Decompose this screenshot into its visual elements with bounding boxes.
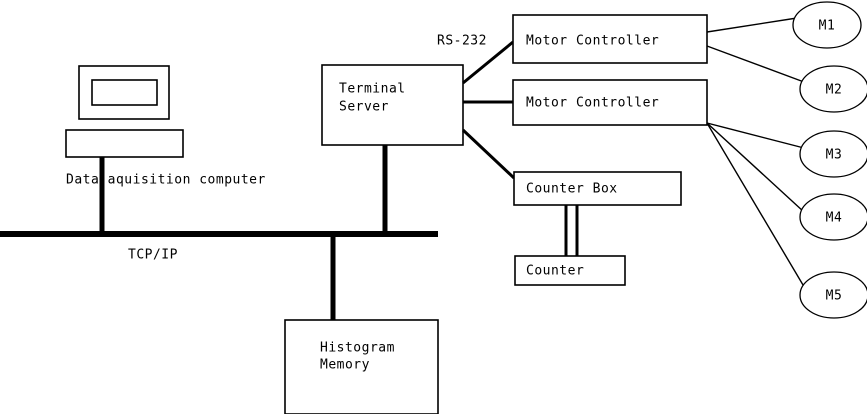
computer-base-icon [65,129,184,158]
terminal-server-label-line2: Server [339,100,389,115]
link-terminal-server-to-counter-box [461,128,516,180]
computer-label: Data aquisition computer [66,173,266,188]
link-terminal-server-to-motor-controller-1 [462,40,514,85]
motor-controller-1-label: Motor Controller [526,34,659,49]
motor-m4-ellipse [799,193,867,241]
motor-m2-ellipse [799,65,867,113]
link-motor-controller-2-to-m5 [706,122,807,291]
link-motor-controller-1-to-m2 [706,45,805,83]
motor-m3-label: M3 [826,148,843,163]
motor-m5-label: M5 [826,289,843,304]
terminal-server-box [321,64,464,146]
motor-m5-ellipse [799,271,867,319]
link-motor-controller-2-to-m4 [706,122,805,213]
histogram-memory-label-line1: Histogram [320,341,395,356]
motor-m1-label: M1 [819,19,836,34]
histogram-memory-label-line2: Memory [320,358,370,373]
motor-m3-ellipse [799,130,867,178]
motor-controller-2-label: Motor Controller [526,96,659,111]
counter-box-label: Counter Box [526,182,618,197]
computer-screen-icon [91,79,158,106]
terminal-server-label-line1: Terminal [339,82,406,97]
histogram-memory-box [284,319,439,414]
motor-m2-label: M2 [826,83,843,98]
rs232-label: RS-232 [437,34,487,49]
link-motor-controller-2-to-m3 [706,122,805,149]
motor-m4-label: M4 [826,211,843,226]
motor-controller-2-box [512,79,708,126]
link-motor-controller-1-to-m1 [706,17,798,33]
counter-box-box [513,171,682,206]
motor-m1-ellipse [792,1,862,49]
motor-controller-1-box [512,14,708,64]
counter-label: Counter [526,264,584,279]
tcpip-bus-label: TCP/IP [128,248,178,263]
counter-box [514,255,626,286]
